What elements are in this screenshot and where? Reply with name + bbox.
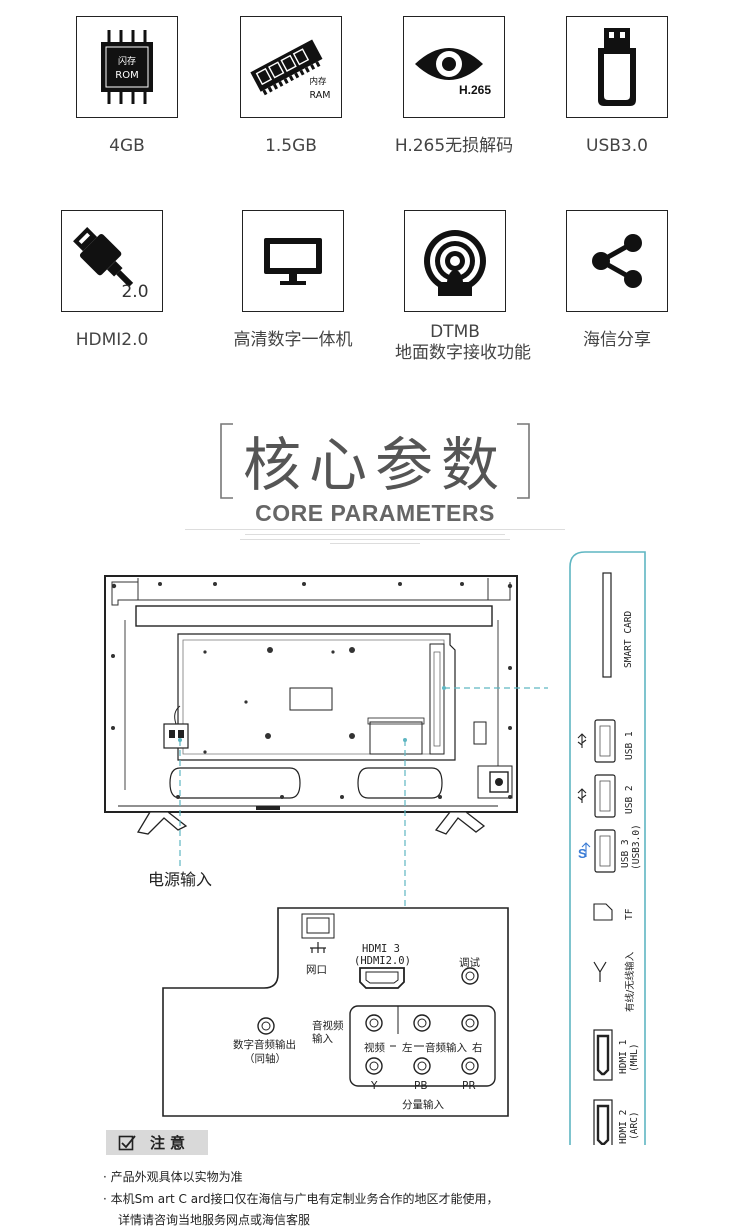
usb2-label: USB 2 <box>624 785 635 814</box>
hdmi-cable-icon: 2.0 <box>73 227 149 301</box>
component-y-label: Y <box>371 1080 378 1092</box>
feature-dtmb-box <box>404 210 506 312</box>
hdmi-version-label: 2.0 <box>121 282 148 301</box>
antenna-label: 有线/无线输入 <box>625 951 636 1012</box>
feature-usb-box <box>566 16 668 118</box>
fine-print-line <box>240 539 510 540</box>
notice-line: · 产品外观具体以实物为准 <box>103 1170 243 1184</box>
core-title-brackets <box>220 423 530 499</box>
rom-chip-icon: 闪存 ROM <box>101 30 153 104</box>
feature-hdmi: 2.0 HDMI2.0 <box>52 210 172 351</box>
debug-label: 调试 <box>459 957 480 969</box>
feature-h265-box: H.265 <box>403 16 505 118</box>
component-pr-label: PR <box>462 1080 476 1092</box>
ram-module-icon: 内存 RAM <box>250 39 331 101</box>
usb-drive-icon <box>598 28 636 106</box>
usb3-label: USB 3 <box>620 839 631 868</box>
feature-caption: USB3.0 <box>586 136 648 156</box>
usb1-label: USB 1 <box>624 731 635 760</box>
hdmi2-label: HDMI 2 <box>618 1109 629 1144</box>
fine-print-line <box>245 534 505 535</box>
feature-ram-box: 内存 RAM <box>240 16 342 118</box>
checkbox-icon <box>118 1135 136 1151</box>
feature-caption-dtmb-sub: 地面数字接收功能 <box>395 343 531 363</box>
tf-label: TF <box>624 908 635 920</box>
video-label: 视频 <box>364 1042 385 1054</box>
feature-caption: HDMI2.0 <box>75 330 149 350</box>
feature-caption: 高清数字一体机 <box>233 330 353 350</box>
fine-print-line <box>185 529 565 530</box>
audio-input-label: 音频输入 <box>425 1042 467 1054</box>
feature-caption: H.265无损解码 <box>394 136 514 156</box>
hdmi1-sub-label: (MHL) <box>629 1043 640 1072</box>
component-input-label: 分量输入 <box>402 1099 444 1111</box>
feature-rom-box: 闪存 ROM <box>76 16 178 118</box>
lan-label: 网口 <box>306 964 327 976</box>
feature-caption-dtmb: DTMB <box>430 322 480 342</box>
antenna-signal-icon <box>424 230 486 296</box>
notice-header <box>106 1130 208 1155</box>
audio-left-label: 左 <box>402 1042 413 1054</box>
feature-h265: H.265 H.265无损解码 <box>394 16 514 157</box>
svg-text:S: S <box>578 846 587 861</box>
spdif-sub-label: （同轴） <box>244 1053 286 1065</box>
component-pb-label: PB <box>414 1080 428 1092</box>
notice-line: 详情请咨询当地服务网点或海信客服 <box>118 1213 311 1227</box>
feature-dtmb: DTMB 地面数字接收功能 <box>395 210 531 364</box>
eye-h265-icon: H.265 <box>415 48 491 97</box>
smart-card-label: SMART CARD <box>623 610 634 668</box>
hdmi2-sub-label: (ARC) <box>629 1111 640 1140</box>
feature-share: 海信分享 <box>557 210 677 351</box>
feature-caption: 海信分享 <box>583 330 651 350</box>
av-input-label: 音视频 <box>312 1020 344 1032</box>
feature-ram: 内存 RAM 1.5GB <box>231 16 351 157</box>
share-icon <box>592 234 642 288</box>
fine-print-line <box>330 543 420 544</box>
h265-label: H.265 <box>459 83 491 97</box>
feature-caption: 4GB <box>109 136 145 156</box>
core-title-en: CORE PARAMETERS <box>255 500 495 526</box>
audio-right-label: 右 <box>472 1042 483 1054</box>
feature-monitor: 高清数字一体机 <box>233 210 353 351</box>
feature-rom: 闪存 ROM 4GB <box>67 16 187 157</box>
hdmi3-label: HDMI 3 <box>362 943 400 955</box>
ram-label-en: RAM <box>310 90 331 101</box>
notice-title: 注意 <box>150 1134 191 1152</box>
core-title-cn: 核心参数 <box>242 431 507 499</box>
notice-line: · 本机Sm art C ard接口仅在海信与广电有定制业务合作的地区才能使用， <box>103 1192 499 1206</box>
hdmi1-label: HDMI 1 <box>618 1039 629 1074</box>
tv-back-diagram: S <box>104 551 646 1145</box>
monitor-icon <box>264 238 322 285</box>
rom-chip-label-cn: 闪存 <box>118 55 136 67</box>
ram-label-cn: 内存 <box>309 76 327 87</box>
rom-chip-label-en: ROM <box>115 70 138 81</box>
av-input-label-2: 输入 <box>312 1033 333 1045</box>
feature-share-box <box>566 210 668 312</box>
feature-hdmi-box: 2.0 <box>61 210 163 312</box>
feature-monitor-box <box>242 210 344 312</box>
power-input-label: 电源输入 <box>148 870 213 889</box>
feature-usb: USB3.0 <box>557 16 677 157</box>
hdmi3-sub-label: (HDMI2.0) <box>354 955 411 967</box>
spdif-label: 数字音频输出 <box>233 1039 296 1051</box>
feature-caption: 1.5GB <box>265 136 317 156</box>
usb3-sub-label: (USB3.0) <box>631 824 642 870</box>
